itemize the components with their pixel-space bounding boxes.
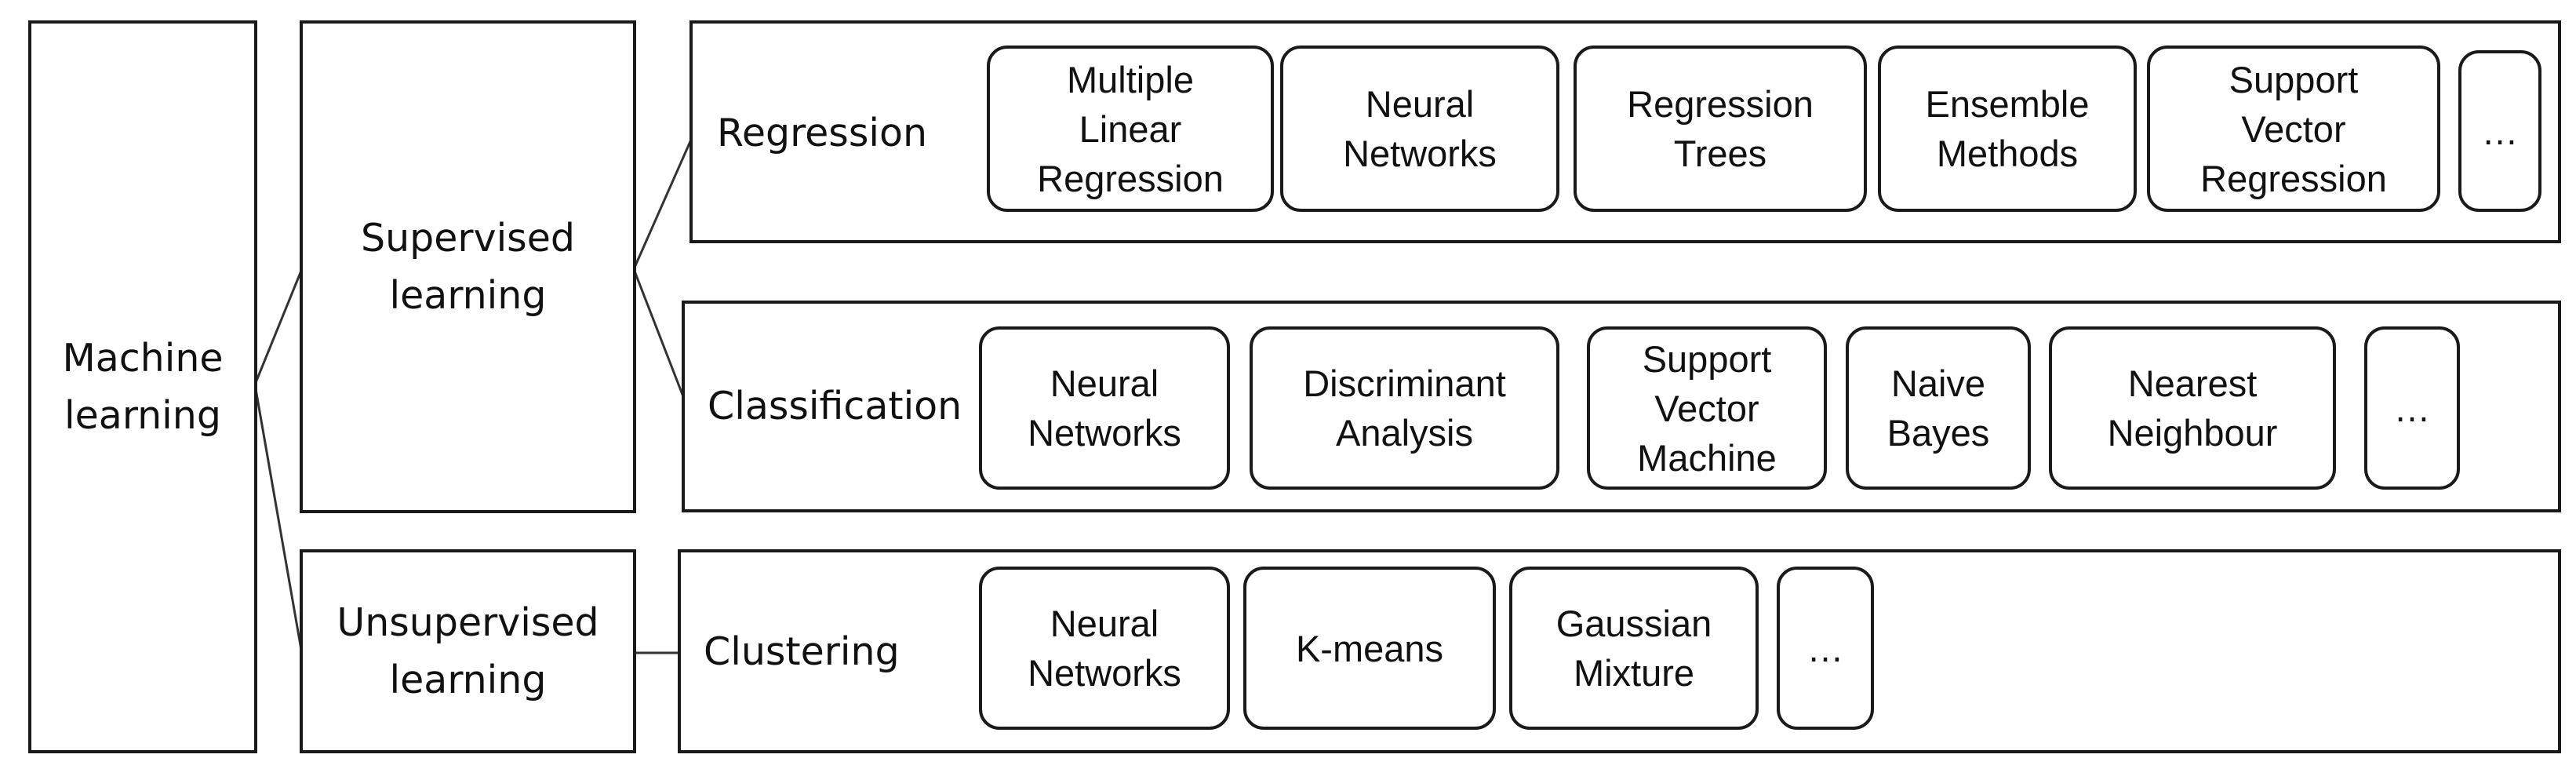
supervised-learning-label: Supervised learning [361, 216, 575, 318]
connector-supervised-regression [632, 139, 693, 270]
clustering-method-1: Neural Networks [979, 567, 1230, 730]
clustering-method-3-label: Gaussian Mixture [1555, 603, 1712, 694]
unsupervised-learning-box: Unsupervised learning [300, 549, 636, 753]
regression-method-4-label: Ensemble Methods [1925, 83, 2090, 174]
classification-method-2-label: Discriminant Analysis [1303, 363, 1506, 454]
connector-supervised-classification [632, 268, 686, 399]
regression-method-3-label: Regression Trees [1627, 83, 1814, 174]
machine-learning-label: Machine learning [62, 336, 224, 438]
classification-method-2: Discriminant Analysis [1250, 326, 1559, 490]
classification-method-4-label: Naive Bayes [1887, 363, 1990, 454]
classification-method-3-label: Support Vector Machine [1637, 337, 1777, 479]
connector-root-unsupervised [253, 384, 303, 651]
classification-method-1: Neural Networks [979, 326, 1230, 490]
classification-method-5: Nearest Neighbour [2049, 326, 2336, 490]
connector-root-supervised [253, 270, 303, 385]
clustering-ellipsis-label: … [1806, 627, 1844, 669]
regression-method-1: Multiple Linear Regression [987, 46, 1274, 212]
machine-learning-box: Machine learning [28, 20, 257, 753]
regression-method-more: … [2458, 50, 2541, 212]
clustering-method-more: … [1777, 567, 1874, 730]
clustering-method-2-label: K-means [1295, 627, 1444, 669]
classification-method-5-label: Nearest Neighbour [2107, 363, 2278, 454]
classification-method-more: … [2364, 326, 2460, 490]
classification-label: Classification [708, 384, 962, 428]
regression-method-1-label: Multiple Linear Regression [1037, 58, 1224, 199]
classification-method-4: Naive Bayes [1846, 326, 2031, 490]
regression-method-2: Neural Networks [1280, 46, 1559, 212]
supervised-learning-box: Supervised learning [300, 20, 636, 513]
classification-method-3: Support Vector Machine [1587, 326, 1827, 490]
regression-method-2-label: Neural Networks [1343, 83, 1497, 174]
unsupervised-learning-label: Unsupervised learning [337, 600, 599, 702]
regression-ellipsis-label: … [2481, 110, 2519, 152]
regression-method-5: Support Vector Regression [2147, 46, 2440, 212]
clustering-method-3: Gaussian Mixture [1509, 567, 1759, 730]
regression-method-5-label: Support Vector Regression [2200, 58, 2387, 199]
clustering-method-2: K-means [1243, 567, 1496, 730]
regression-method-4: Ensemble Methods [1878, 46, 2137, 212]
regression-method-3: Regression Trees [1574, 46, 1867, 212]
clustering-label: Clustering [704, 629, 900, 674]
classification-ellipsis-label: … [2393, 387, 2431, 429]
regression-label: Regression [717, 111, 928, 155]
clustering-method-1-label: Neural Networks [1028, 603, 1181, 694]
classification-method-1-label: Neural Networks [1028, 363, 1181, 454]
